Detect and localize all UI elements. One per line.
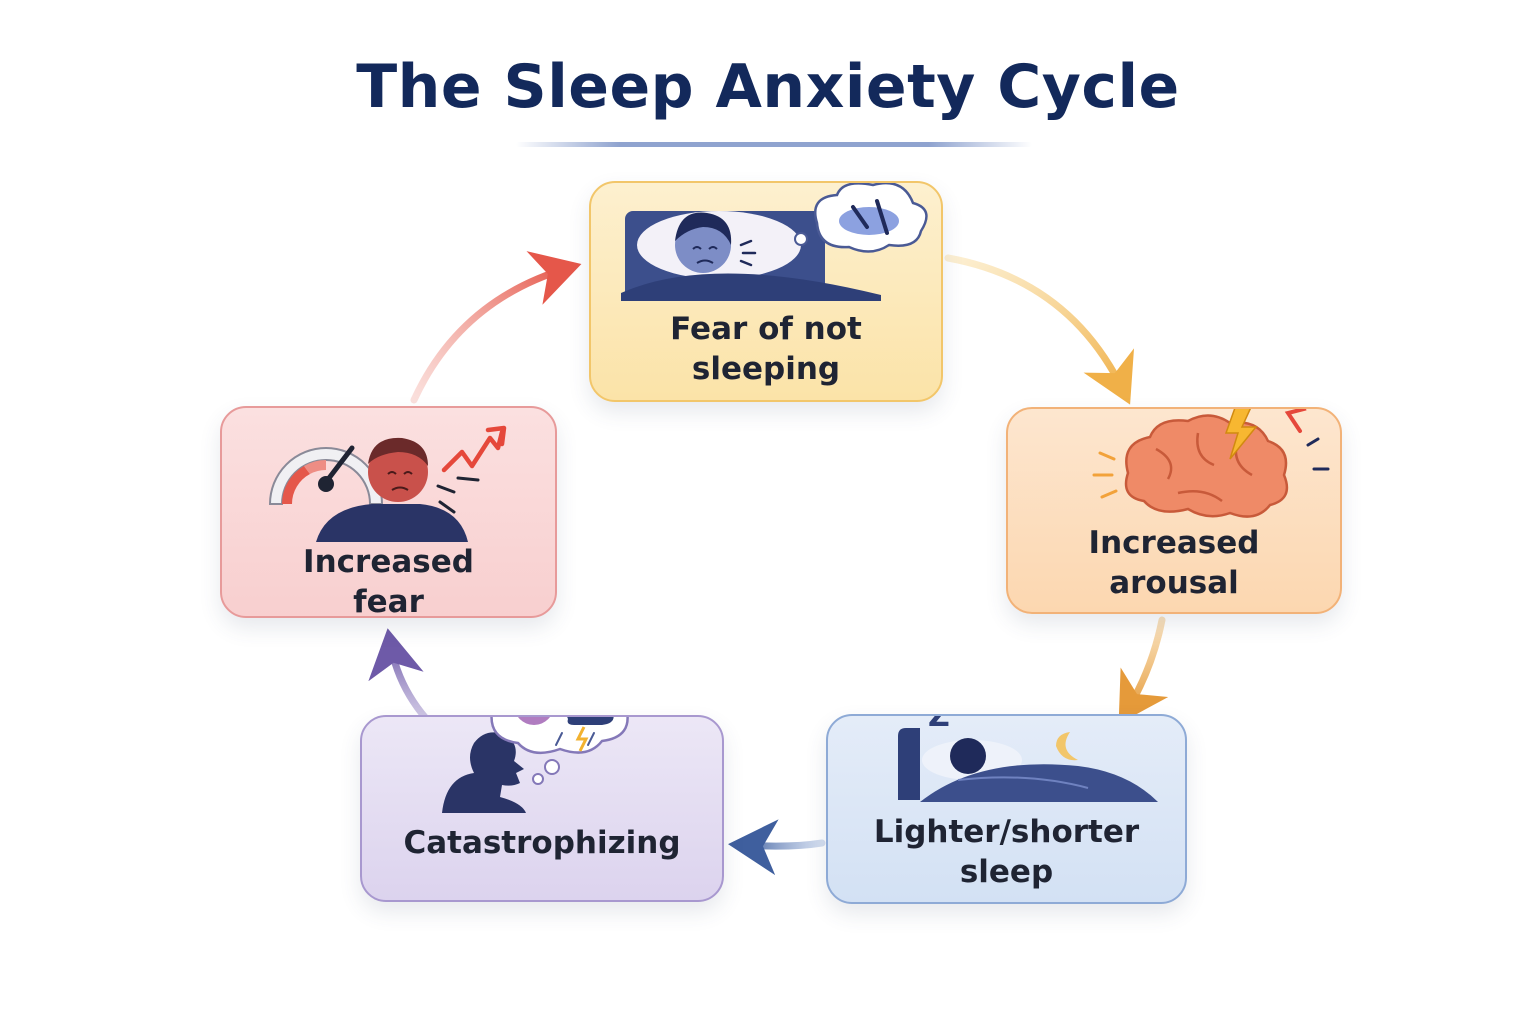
label-line: Increased <box>303 544 474 580</box>
label-line: arousal <box>1109 565 1239 601</box>
node-label-fear-of-not-sleeping: Fear of not sleeping <box>591 309 941 389</box>
node-label-lighter-shorter-sleep: Lighter/shorter sleep <box>828 812 1185 892</box>
label-line: sleep <box>959 854 1054 890</box>
node-label-catastrophizing: Catastrophizing <box>362 823 722 863</box>
node-increased-arousal: Increased arousal <box>1006 407 1342 614</box>
arrow-fear-to-not-sleeping <box>410 251 582 404</box>
node-catastrophizing: Catastrophizing <box>360 715 724 902</box>
arrow-sleep-to-catastrophizing <box>728 819 826 876</box>
node-increased-fear: Increased fear <box>220 406 557 620</box>
label-line: Catastrophizing <box>403 825 681 861</box>
brain-with-lightning-icon <box>1092 409 1330 518</box>
worried-person-in-bed-icon <box>621 183 928 301</box>
label-line: Fear of not <box>670 311 862 347</box>
title-underline <box>516 142 1032 147</box>
node-label-increased-arousal: Increased arousal <box>1008 523 1340 603</box>
svg-text:Z: Z <box>928 716 950 734</box>
label-line: Lighter/shorter <box>873 814 1140 850</box>
diagram-title: The Sleep Anxiety Cycle <box>356 52 1180 122</box>
label-line: fear <box>353 584 424 620</box>
sleeping-person-with-clock-icon: Z Z <box>898 716 1158 802</box>
label-line: sleeping <box>691 351 841 387</box>
person-with-gauge-icon <box>268 425 507 542</box>
person-with-thought-cloud-icon <box>442 717 629 813</box>
node-label-increased-fear: Increased fear <box>222 542 555 622</box>
label-line: Increased <box>1088 525 1260 561</box>
node-fear-of-not-sleeping: Fear of not sleeping <box>589 181 943 402</box>
node-lighter-shorter-sleep: Z Z Lighter/shorter sleep <box>826 714 1187 904</box>
arrow-fear-to-arousal <box>944 254 1135 405</box>
arrow-arousal-to-sleep <box>1118 616 1169 724</box>
